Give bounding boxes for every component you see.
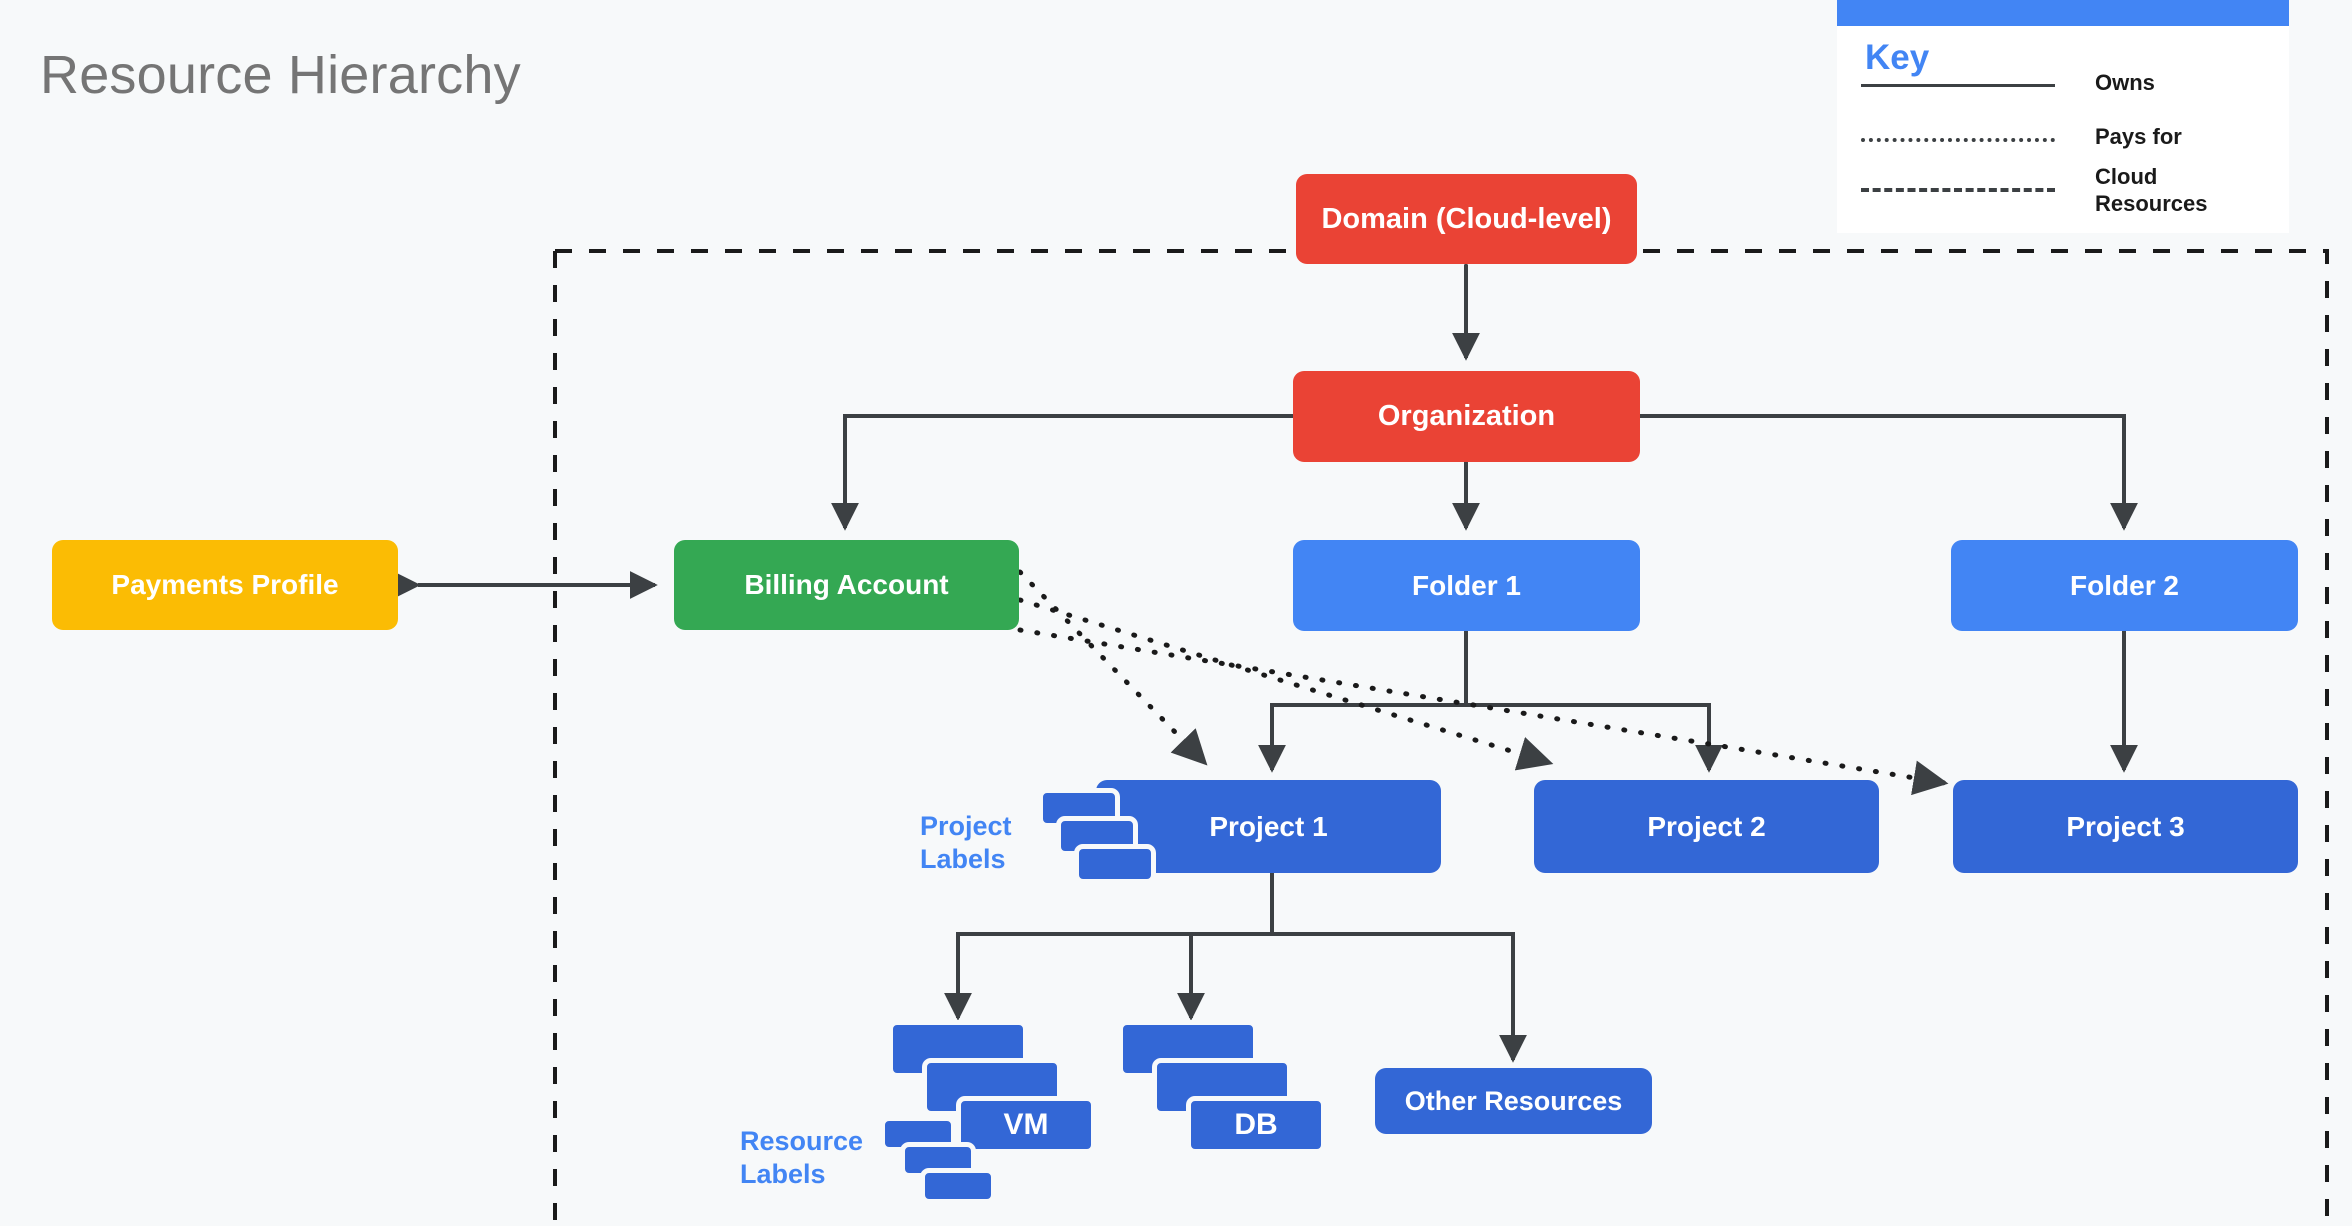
node-project-3[interactable]: Project 3 <box>1953 780 2298 873</box>
project-label-card-3 <box>1074 844 1156 884</box>
key-label-owns: Owns <box>2095 70 2155 95</box>
edge-billing-project1-paysfor <box>1017 569 1208 766</box>
node-billing-account[interactable]: Billing Account <box>674 540 1019 630</box>
project-labels-caption: Project Labels <box>920 810 1050 876</box>
edge-organization-folder2 <box>1639 414 2138 531</box>
vm-label-card-3 <box>920 1168 996 1204</box>
key-sample-dashed-line <box>1861 188 2055 192</box>
key-sample-solid-line <box>1861 84 2055 87</box>
node-other-resources[interactable]: Other Resources <box>1375 1068 1652 1134</box>
vm-resource-stack[interactable]: VM <box>880 1020 1110 1226</box>
node-folder-1[interactable]: Folder 1 <box>1293 540 1640 631</box>
key-legend-panel: Key Owns Pays for Cloud Resources <box>1837 0 2289 233</box>
node-payments-profile[interactable]: Payments Profile <box>52 540 398 630</box>
project-labels-stack[interactable] <box>1038 788 1168 898</box>
db-resource-stack[interactable]: DB <box>1118 1020 1338 1190</box>
node-domain[interactable]: Domain (Cloud-level) <box>1296 174 1637 264</box>
edge-project1-other-resources <box>1272 932 1527 1063</box>
edge-organization-billing <box>831 414 1293 531</box>
cloud-resources-boundary <box>553 249 2329 1226</box>
project-labels-line-1: Project <box>920 811 1012 841</box>
resource-labels-caption: Resource Labels <box>740 1125 910 1191</box>
edge-folder1-project2 <box>1466 703 1723 773</box>
node-folder-2[interactable]: Folder 2 <box>1951 540 2298 631</box>
key-panel-topbar <box>1837 0 2289 26</box>
key-label-pays-for: Pays for <box>2095 124 2182 149</box>
node-organization[interactable]: Organization <box>1293 371 1640 462</box>
node-project-2[interactable]: Project 2 <box>1534 780 1879 873</box>
key-heading: Key <box>1865 38 1930 77</box>
edge-project1-db <box>1177 932 1272 1021</box>
key-label-cloud-resources: Cloud Resources <box>2095 164 2208 216</box>
edge-project1-vm <box>944 873 1274 1021</box>
edge-folder1-project1 <box>1258 631 1468 773</box>
vm-card-3: VM <box>956 1096 1096 1154</box>
project-labels-line-2: Labels <box>920 843 1006 874</box>
edge-billing-project2-paysfor <box>1017 597 1554 771</box>
resource-labels-line-2: Labels <box>740 1158 826 1189</box>
edge-billing-project3-paysfor <box>1017 627 1949 796</box>
db-card-3: DB <box>1186 1096 1326 1154</box>
key-sample-dotted-line <box>1861 138 2055 142</box>
resource-labels-line-1: Resource <box>740 1126 864 1156</box>
page-title: Resource Hierarchy <box>40 45 521 105</box>
